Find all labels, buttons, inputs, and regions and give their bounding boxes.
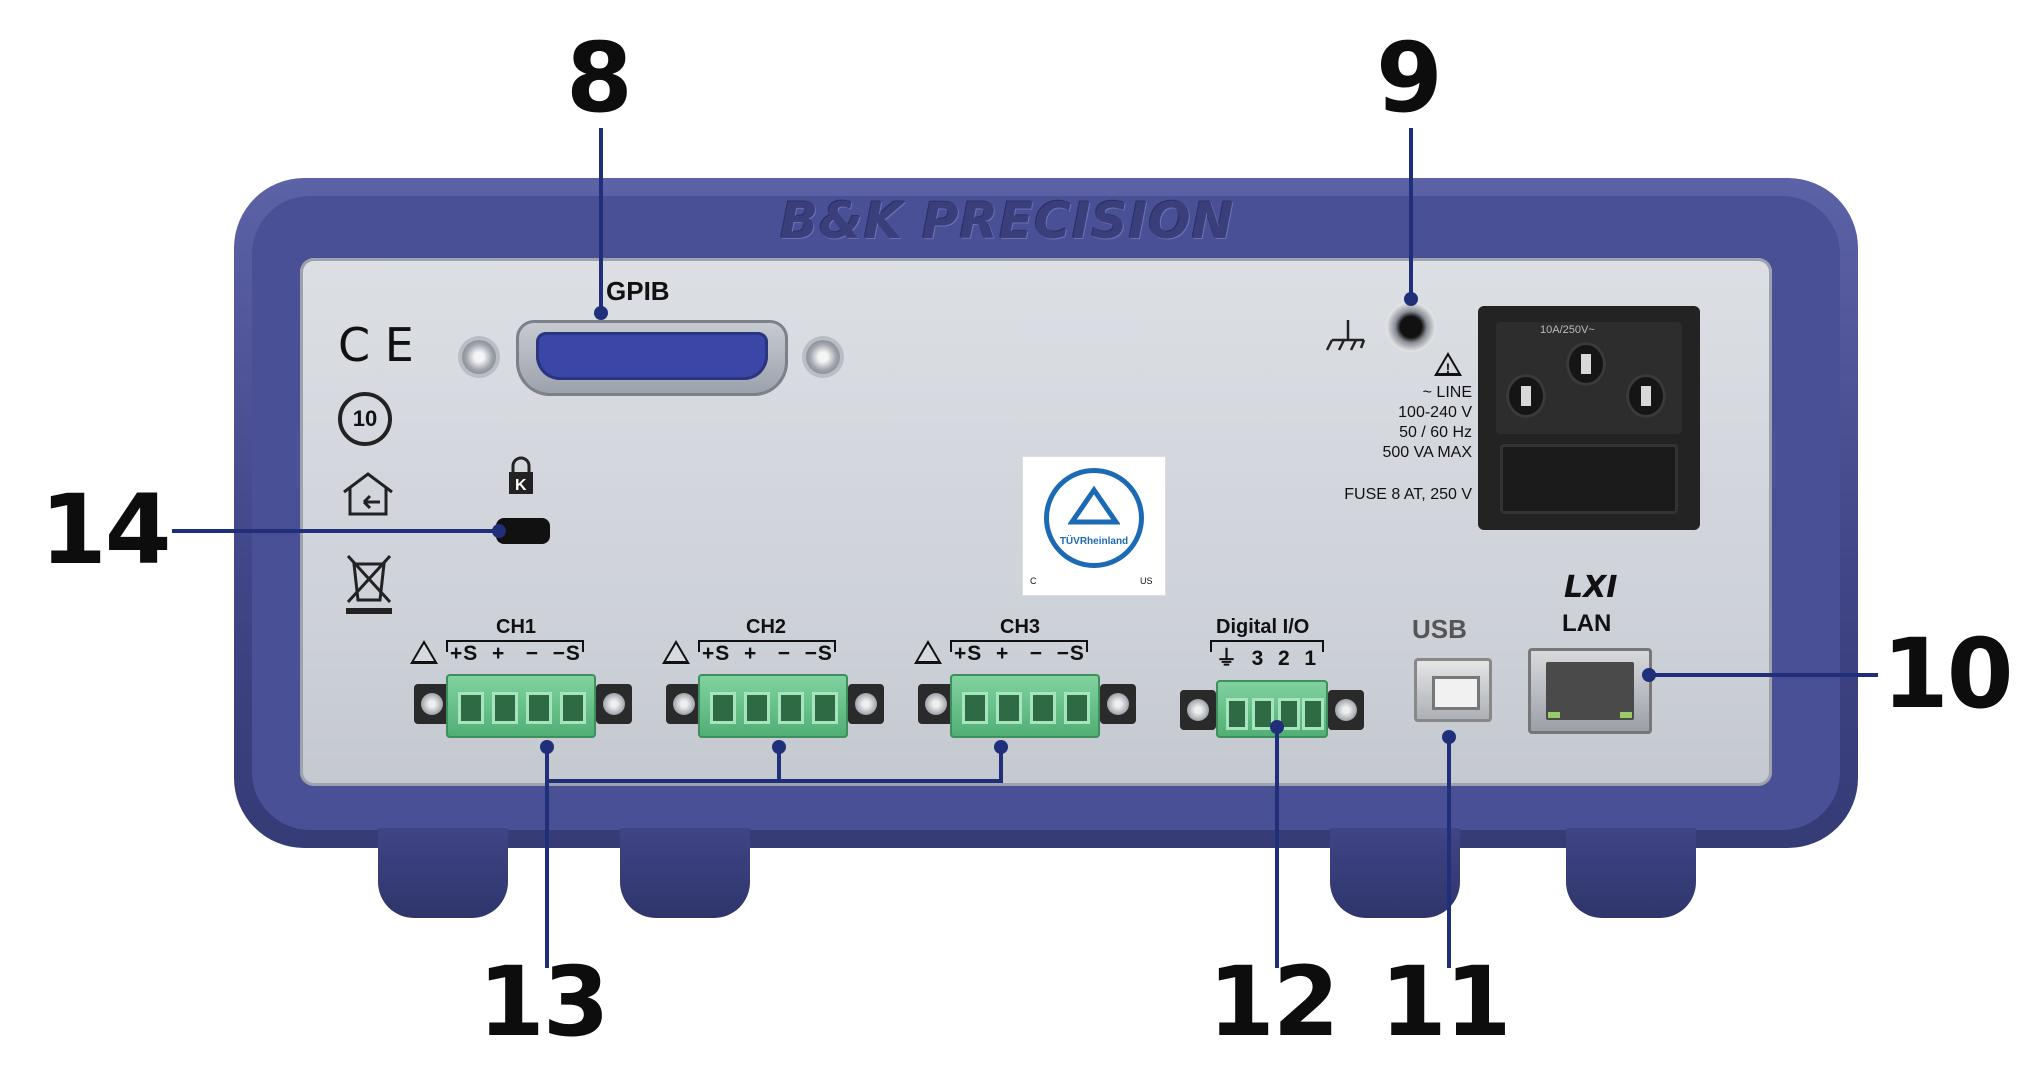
digital-io-label: Digital I/O <box>1216 616 1310 638</box>
callout-14: 14 <box>40 474 172 586</box>
inlet-prong-left <box>1506 374 1546 418</box>
leader-8 <box>599 128 603 312</box>
leader-13-dot-ch2 <box>772 740 786 754</box>
rohs-10-label: 10 <box>352 406 378 431</box>
ch1-warning-icon <box>410 640 438 664</box>
callout-8: 8 <box>566 22 633 134</box>
leader-10 <box>1648 673 1878 677</box>
leader-13-bar <box>545 779 1003 783</box>
weee-bin-icon <box>346 554 392 614</box>
usb-port-inner <box>1432 676 1480 710</box>
callout-10: 10 <box>1882 618 2014 730</box>
line-symbol: ~ <box>1422 384 1432 401</box>
lan-led-left <box>1548 712 1560 718</box>
leader-13-ch3 <box>999 746 1003 782</box>
power-frequency: 50 / 60 Hz <box>1399 424 1472 441</box>
ground-terminal[interactable] <box>1386 302 1436 352</box>
lxi-logo: LXI <box>1564 570 1618 605</box>
fuse-rating: FUSE 8 AT, 250 V <box>1344 486 1472 503</box>
line-text: LINE <box>1436 384 1472 401</box>
ch1-label: CH1 <box>496 616 537 638</box>
leader-13-dot-ch1 <box>540 740 554 754</box>
tuv-name: TÜVRheinland <box>1059 536 1129 547</box>
leader-9-dot <box>1404 292 1418 306</box>
leader-14-dot <box>492 524 506 538</box>
inlet-prong-center <box>1566 342 1606 386</box>
leader-13-ch2 <box>777 746 781 782</box>
ch2-ear-right <box>848 684 884 724</box>
leader-11-dot <box>1442 730 1456 744</box>
kensington-lock-icon: K <box>509 456 533 494</box>
foot-right-2 <box>1566 828 1696 918</box>
ch3-terminal-block[interactable] <box>950 674 1100 738</box>
brand-logo: B&K PRECISION <box>780 192 1235 250</box>
leader-12 <box>1275 726 1279 968</box>
leader-12-dot <box>1270 720 1284 734</box>
ch2-pins: +S + − −S <box>702 642 833 665</box>
lan-port-inner <box>1546 662 1634 720</box>
gpib-screw-right <box>806 340 840 374</box>
fuse-holder[interactable] <box>1500 444 1678 514</box>
leader-13 <box>545 746 549 968</box>
power-warning-icon <box>1434 352 1462 376</box>
tuv-c: C <box>1030 576 1037 586</box>
ground-symbol-icon <box>1326 320 1366 351</box>
leader-10-dot <box>1642 668 1656 682</box>
leader-9 <box>1409 128 1413 298</box>
power-line-label: ~ LINE <box>1350 382 1472 403</box>
power-warning-mark: ! <box>1445 360 1451 376</box>
ch2-ear-left <box>666 684 702 724</box>
callout-12: 12 <box>1208 946 1340 1058</box>
gpib-pin-block <box>536 332 768 380</box>
gpib-label: GPIB <box>606 276 670 306</box>
leader-11 <box>1447 736 1451 968</box>
ch3-ear-left <box>918 684 954 724</box>
dio-ear-right <box>1328 690 1364 730</box>
ch1-ear-left <box>414 684 450 724</box>
indoor-use-icon <box>343 472 393 516</box>
ch2-warning-icon <box>662 640 690 664</box>
ch2-bracket <box>698 640 836 652</box>
usb-label: USB <box>1412 614 1467 644</box>
dio-ear-left <box>1180 690 1216 730</box>
inlet-rating: 10A/250V~ <box>1540 324 1595 336</box>
gpib-screw-left <box>462 340 496 374</box>
callout-9: 9 <box>1376 22 1443 134</box>
foot-right-1 <box>1330 828 1460 918</box>
tuv-logo-circle <box>1044 468 1144 568</box>
power-rating: 500 VA MAX <box>1382 444 1472 461</box>
lan-label: LAN <box>1562 610 1612 637</box>
ch3-ear-right <box>1100 684 1136 724</box>
dio-bracket <box>1210 640 1324 652</box>
dio-pins: ⏚ 3 2 1 <box>1216 647 1318 670</box>
rohs-10-icon: 10 <box>338 392 392 446</box>
svg-text:K: K <box>515 477 527 494</box>
foot-left-2 <box>620 828 750 918</box>
ch2-terminal-block[interactable] <box>698 674 848 738</box>
power-voltage: 100-240 V <box>1398 404 1472 421</box>
ch1-ear-right <box>596 684 632 724</box>
tuv-triangle-icon <box>1068 486 1120 525</box>
ce-mark: C E <box>338 318 414 372</box>
ch3-pins: +S + − −S <box>954 642 1085 665</box>
ch1-pins: +S + − −S <box>450 642 581 665</box>
leader-8-dot <box>594 306 608 320</box>
ch3-warning-icon <box>914 640 942 664</box>
tuv-us: US <box>1140 576 1153 586</box>
leader-13-dot-ch3 <box>994 740 1008 754</box>
ch1-bracket <box>446 640 584 652</box>
callout-11: 11 <box>1380 946 1512 1058</box>
leader-14 <box>172 529 498 533</box>
ch2-label: CH2 <box>746 616 787 638</box>
ch3-bracket <box>950 640 1088 652</box>
lan-led-right <box>1620 712 1632 718</box>
ch3-label: CH3 <box>1000 616 1041 638</box>
callout-13: 13 <box>478 946 610 1058</box>
foot-left-1 <box>378 828 508 918</box>
inlet-prong-right <box>1626 374 1666 418</box>
ch1-terminal-block[interactable] <box>446 674 596 738</box>
